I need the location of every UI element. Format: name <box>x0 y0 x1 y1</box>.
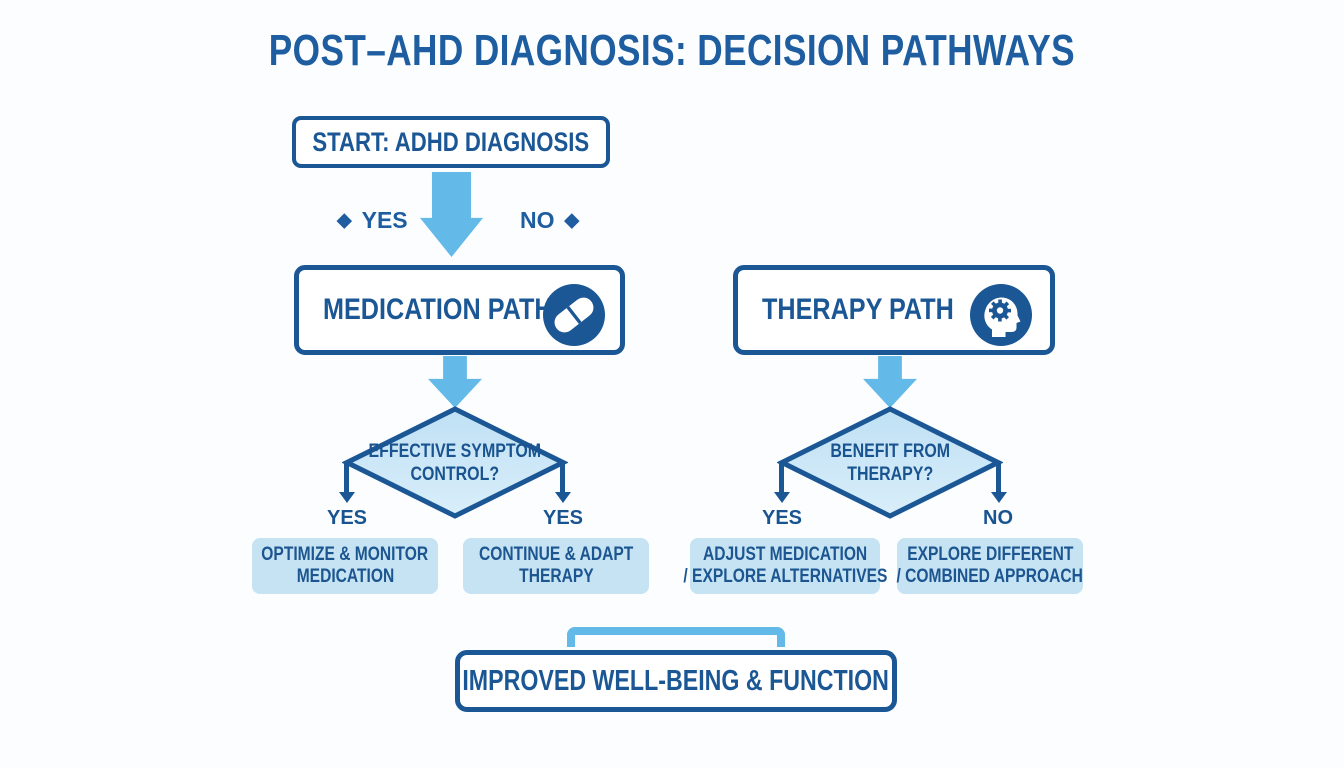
connector-line <box>560 461 565 494</box>
outcome-explore-combined-approach: EXPLORE DIFFERENT / COMBINED APPROACH <box>897 538 1083 594</box>
medication-path-label: MEDICATION PATH <box>323 293 553 326</box>
head-gear-icon <box>970 284 1032 346</box>
outcome-line1: ADJUST MEDICATION <box>702 544 868 565</box>
page-title: POST–AHD DIAGNOSIS: DECISION PATHWAYS <box>0 26 1344 76</box>
down-arrow-icon <box>428 356 482 408</box>
decision-label-therapy: BENEFIT FROM THERAPY? <box>777 440 1003 486</box>
decision-line1: EFFECTIVE SYMPTOM <box>368 441 542 462</box>
bracket-connector <box>567 627 785 647</box>
decision-line1: BENEFIT FROM <box>830 441 950 462</box>
page-title-text: POST–AHD DIAGNOSIS: DECISION PATHWAYS <box>268 26 1076 75</box>
outcome-line2: MEDICATION <box>296 566 394 587</box>
decision-line2: CONTROL? <box>410 464 500 485</box>
outcome-line2: / COMBINED APPROACH <box>896 566 1084 587</box>
start-node: START: ADHD DIAGNOSIS <box>292 116 610 168</box>
down-arrow-icon <box>863 356 917 408</box>
connector-line <box>779 461 784 494</box>
branch-label: YES <box>542 507 584 529</box>
connector-line <box>996 461 1001 494</box>
therapy-path-node: THERAPY PATH <box>733 265 1055 355</box>
branch-yes-text: YES <box>361 206 408 233</box>
outcome-continue-adapt-therapy: CONTINUE & ADAPT THERAPY <box>463 538 649 594</box>
branch-label: YES <box>326 507 368 529</box>
down-arrow-icon <box>420 172 483 257</box>
decision-line2: THERAPY? <box>846 464 934 485</box>
branch-no-text: NO <box>520 206 555 233</box>
outcome-line2: / EXPLORE ALTERNATIVES <box>682 566 888 587</box>
outcome-adjust-medication-alternatives: ADJUST MEDICATION / EXPLORE ALTERNATIVES <box>683 538 887 594</box>
arrowhead-icon <box>555 492 571 503</box>
connector-line <box>344 461 349 494</box>
branch-label-yes-top: ◆ YES <box>337 205 408 235</box>
outcome-line2: THERAPY <box>518 566 594 587</box>
branch-label: NO <box>983 507 1013 529</box>
branch-label-no-top: NO ◆ <box>520 205 579 235</box>
outcome-line1: OPTIMIZE & MONITOR <box>261 544 429 565</box>
start-node-label: START: ADHD DIAGNOSIS <box>312 126 590 157</box>
final-node-label: IMPROVED WELL-BEING & FUNCTION <box>462 664 890 697</box>
pill-icon <box>543 284 605 346</box>
decision-label-medication: EFFECTIVE SYMPTOM CONTROL? <box>342 440 568 486</box>
diamond-bullet-icon: ◆ <box>337 209 352 231</box>
medication-path-node: MEDICATION PATH <box>294 265 625 355</box>
arrowhead-icon <box>339 492 355 503</box>
arrowhead-icon <box>991 492 1007 503</box>
decision-diamond-medication <box>342 406 568 519</box>
outcome-line1: CONTINUE & ADAPT <box>478 544 634 565</box>
arrowhead-icon <box>774 492 790 503</box>
branch-label: YES <box>761 507 803 529</box>
outcome-line1: EXPLORE DIFFERENT <box>906 544 1074 565</box>
therapy-path-label: THERAPY PATH <box>762 293 954 326</box>
diamond-bullet-icon: ◆ <box>564 209 580 231</box>
outcome-optimize-monitor-medication: OPTIMIZE & MONITOR MEDICATION <box>252 538 438 594</box>
final-node: IMPROVED WELL-BEING & FUNCTION <box>455 650 897 712</box>
decision-diamond-therapy <box>777 406 1003 519</box>
